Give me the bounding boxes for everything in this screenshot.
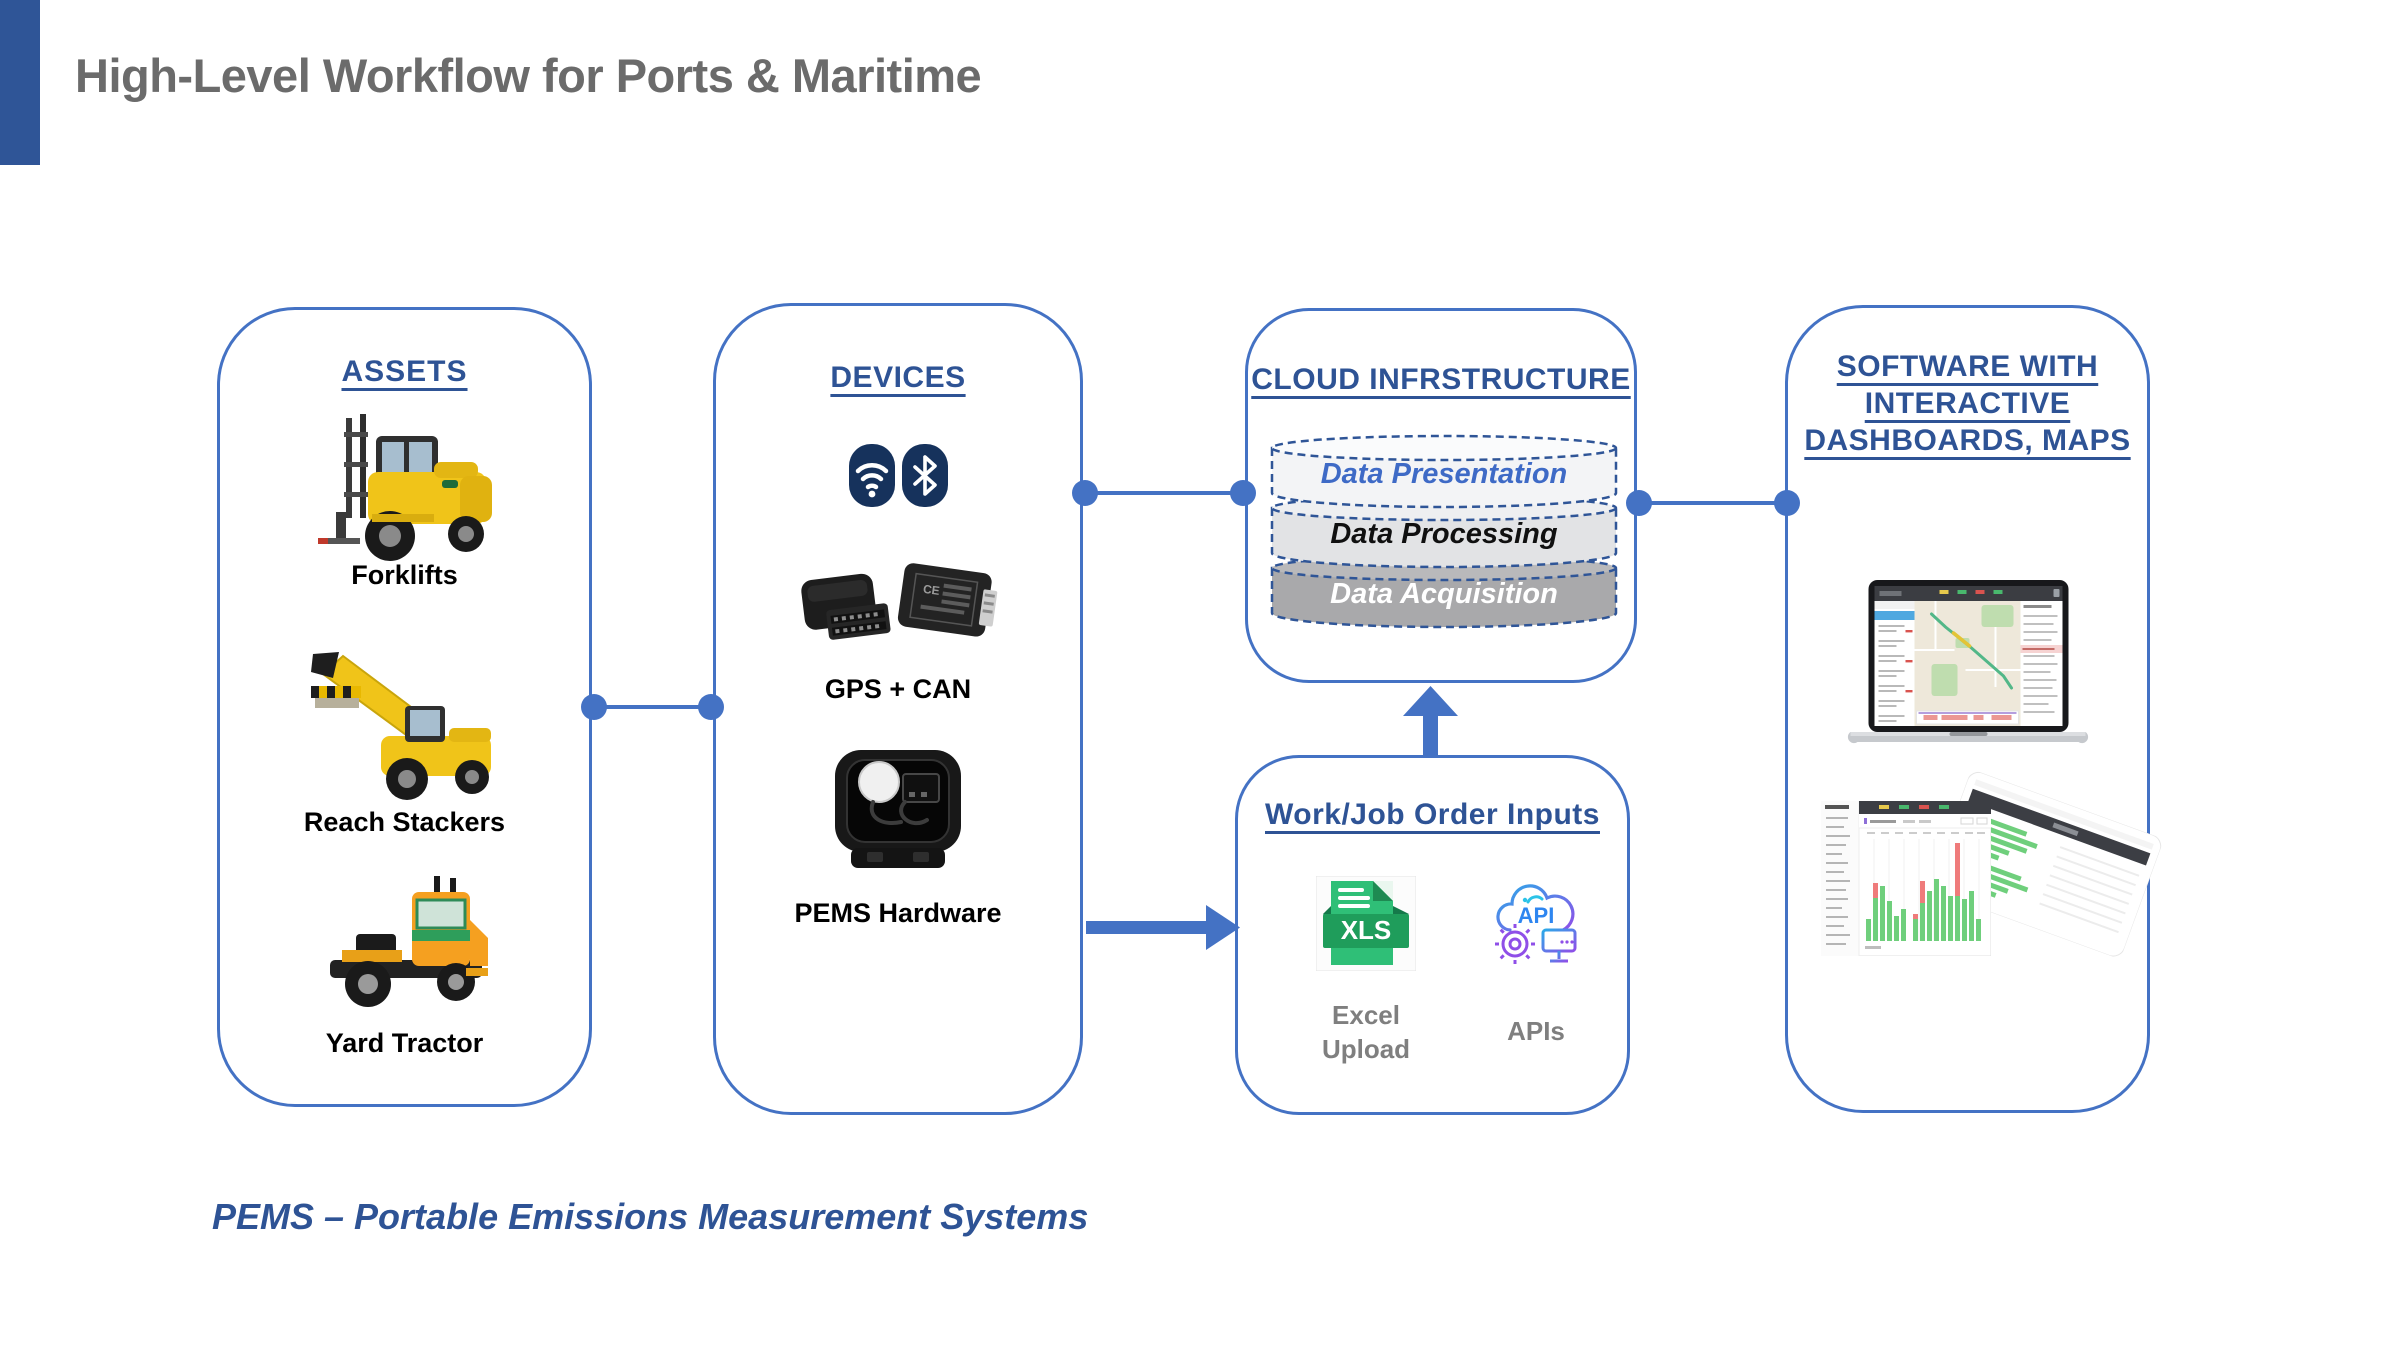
work-order-panel: Work/Job Order Inputs XLS [1235, 755, 1630, 1115]
work-order-to-cloud-arrow [1403, 686, 1458, 757]
cloud-header-text: CLOUD INFRSTRUCTURE [1251, 363, 1631, 396]
xls-file-icon: XLS [1315, 875, 1417, 976]
data-processing-label: Data Processing [1330, 518, 1558, 550]
svg-text:CE: CE [922, 582, 940, 598]
data-acquisition-label: Data Acquisition [1330, 578, 1558, 610]
bar-chart-dashboard-screenshot [1820, 800, 1992, 961]
xls-badge-text: XLS [1341, 915, 1392, 945]
api-badge-text: API [1518, 903, 1555, 928]
yard-tractor-image [316, 876, 494, 1023]
tablet-dashboard-screenshot [1928, 769, 2164, 959]
cloud-header: CLOUD INFRSTRUCTURE [1248, 363, 1634, 397]
devices-to-work-order-arrow [1086, 905, 1240, 950]
work-order-header-text: Work/Job Order Inputs [1265, 798, 1600, 831]
devices-header-text: DEVICES [830, 361, 966, 394]
work-order-header: Work/Job Order Inputs [1238, 798, 1627, 832]
laptop-map-screenshot [1835, 580, 2100, 755]
yard-tractor-label: Yard Tractor [325, 1028, 484, 1058]
pems-hardware-label: PEMS Hardware [794, 898, 1002, 928]
assets-panel: ASSETS [217, 307, 592, 1107]
reach-stacker-label: Reach Stackers [303, 807, 506, 837]
dashboard-screenshots [1820, 771, 2162, 976]
forklift-label: Forklifts [351, 560, 458, 590]
software-header: SOFTWARE WITH INTERACTIVE DASHBOARDS, MA… [1788, 348, 2147, 459]
software-header-line-1: SOFTWARE WITH [1836, 350, 2099, 383]
title-accent-bar [0, 0, 40, 165]
apis-label: APIs [1507, 1016, 1565, 1046]
pems-footnote: PEMS – Portable Emissions Measurement Sy… [212, 1196, 1089, 1237]
software-panel: SOFTWARE WITH INTERACTIVE DASHBOARDS, MA… [1785, 305, 2162, 1113]
devices-panel: DEVICES [713, 303, 1083, 1115]
cloud-infrastructure-panel: CLOUD INFRSTRUCTURE Data Presentation Da… [1245, 308, 1637, 683]
devices-header: DEVICES [716, 361, 1080, 395]
connectivity-icons [716, 444, 1080, 507]
software-header-line-3: DASHBOARDS, MAPS [1804, 424, 2131, 457]
reach-stacker-image [309, 648, 501, 808]
gps-can-label: GPS + CAN [824, 674, 972, 704]
excel-upload-label: Excel Upload [1321, 1000, 1411, 1064]
forklift-image [316, 414, 494, 569]
bluetooth-icon [901, 444, 948, 507]
assets-header-text: ASSETS [341, 355, 468, 388]
assets-header: ASSETS [220, 355, 589, 389]
data-presentation-label: Data Presentation [1321, 458, 1568, 490]
page-title: High-Level Workflow for Ports & Maritime [75, 49, 982, 102]
data-presentation-cylinder: Data Presentation [1270, 434, 1618, 509]
gps-can-devices-image: CE [796, 562, 1001, 667]
software-header-line-2: INTERACTIVE [1864, 387, 2071, 420]
api-cloud-icon: API [1488, 880, 1583, 973]
pems-hardware-image [823, 748, 973, 878]
wifi-icon [848, 444, 895, 507]
